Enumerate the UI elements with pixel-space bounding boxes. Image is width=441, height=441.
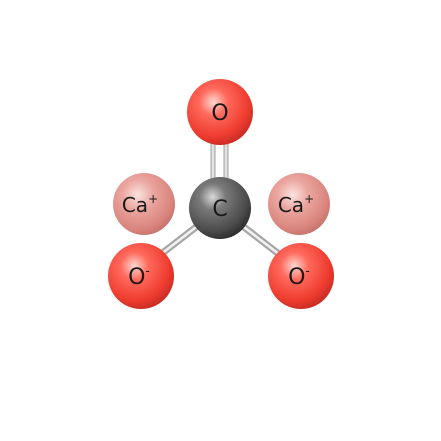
svg-text:O-: O- [288, 264, 310, 290]
bond-c-o-top [210, 140, 229, 188]
calcium-left-charge: + [148, 192, 158, 206]
oxygen-atom-right: O- [268, 243, 334, 309]
calcium-left-symbol: Ca [122, 193, 148, 217]
carbon-symbol: C [212, 197, 227, 222]
calcium-atom-left: Ca+ [113, 173, 175, 235]
oxygen-right-symbol: O [288, 265, 305, 290]
calcium-atom-right: Ca+ [268, 173, 330, 235]
svg-text:O-: O- [128, 264, 150, 290]
oxygen-top-symbol: O [211, 101, 228, 126]
calcium-right-charge: + [304, 192, 314, 206]
svg-text:Ca+: Ca+ [278, 192, 314, 217]
oxygen-atom-left: O- [108, 243, 174, 309]
oxygen-left-charge: - [145, 264, 149, 278]
carbon-atom: C [189, 177, 251, 239]
oxygen-atom-top: O [187, 79, 253, 145]
calcium-right-symbol: Ca [278, 193, 304, 217]
svg-text:Ca+: Ca+ [122, 192, 158, 217]
oxygen-left-symbol: O [128, 265, 145, 290]
oxygen-right-charge: - [305, 264, 309, 278]
